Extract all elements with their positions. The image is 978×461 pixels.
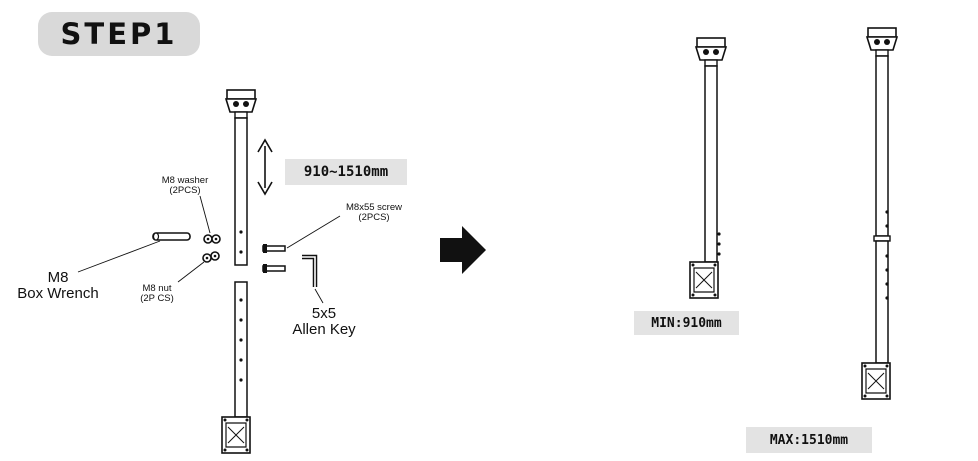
max-tag: MAX:1510mm — [746, 427, 872, 453]
ceiling-bracket-icon — [866, 27, 898, 57]
step-title: STEP1 — [38, 12, 200, 56]
min-tag: MIN:910mm — [634, 311, 739, 335]
washer-icon — [203, 234, 221, 244]
wrench-line1: M8 — [47, 269, 69, 286]
allen-key-line1: 5x5 — [311, 305, 337, 322]
ceiling-bracket-icon — [225, 89, 257, 119]
wrench-label: M8 Box Wrench — [8, 270, 108, 302]
wrench-line2: Box Wrench — [17, 284, 99, 302]
nut-name: M8 nut — [142, 283, 172, 294]
washer-label: M8 washer (2PCS) — [155, 176, 215, 196]
tv-plate-icon — [221, 416, 251, 454]
lower-pole — [234, 281, 248, 418]
nut-label: M8 nut (2P CS) — [133, 284, 181, 304]
tv-plate-icon — [689, 261, 719, 299]
washer-name: M8 washer — [161, 175, 209, 186]
washer-qty: (2PCS) — [169, 184, 201, 196]
ceiling-bracket-icon — [695, 37, 727, 67]
max-pole — [861, 27, 898, 400]
nut-icon — [202, 251, 220, 263]
upper-pole — [234, 117, 248, 266]
screw-qty: (2PCS) — [358, 211, 390, 223]
allen-key-icon — [302, 254, 318, 287]
screw-label: M8x55 screw (2PCS) — [328, 203, 420, 223]
range-tag: 910~1510mm — [285, 159, 407, 185]
allen-key-line2: Allen Key — [292, 320, 356, 338]
screw-name: M8x55 screw — [346, 202, 402, 213]
right-arrow-icon — [440, 226, 486, 274]
box-wrench-icon — [152, 232, 191, 241]
double-arrow-icon — [257, 138, 273, 196]
tv-plate-icon — [861, 362, 891, 400]
allen-key-label: 5x5 Allen Key — [283, 306, 365, 338]
exploded-pole — [221, 89, 257, 454]
min-pole — [689, 37, 727, 299]
screw-icon — [262, 244, 286, 273]
nut-qty: (2P CS) — [140, 292, 174, 304]
